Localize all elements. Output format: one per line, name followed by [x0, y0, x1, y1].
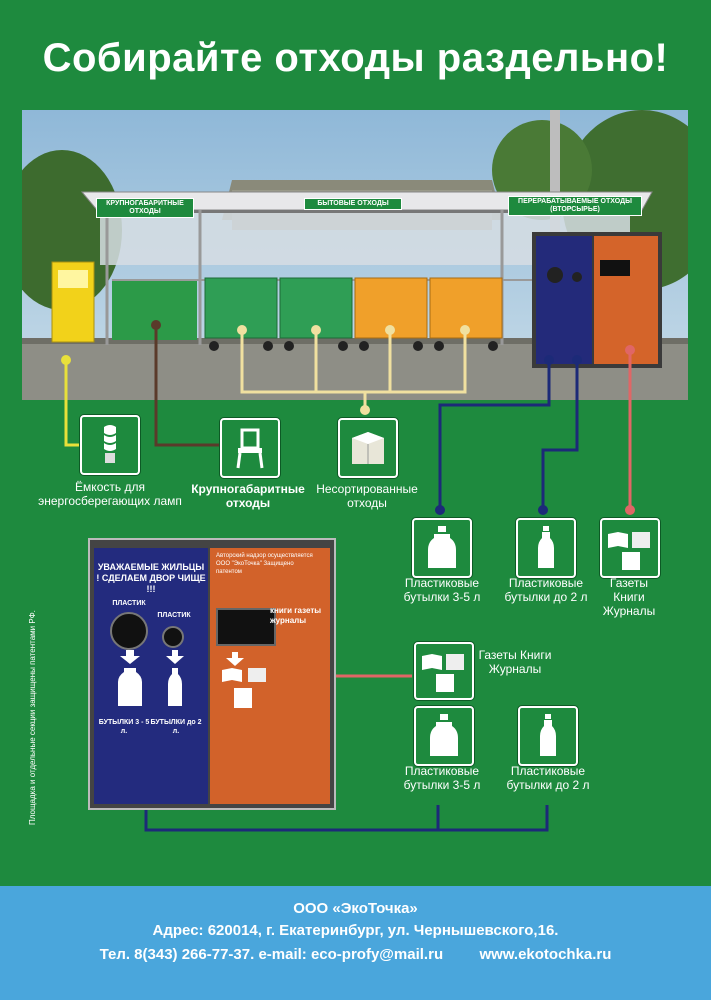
- machine-paper-label: книги газеты журналы: [270, 606, 322, 625]
- bottle-small-icon: [540, 714, 556, 756]
- page-title: Собирайте отходы раздельно!: [42, 36, 669, 80]
- paper-icon: [608, 532, 650, 570]
- paper-icon: [422, 654, 464, 692]
- footer-contacts: Тел. 8(343) 266-77-37. e-mail: eco-profy…: [0, 946, 711, 963]
- plastic-small-box-bottom: [518, 706, 578, 766]
- footer-address: Адрес: 620014, г. Екатеринбург, ул. Черн…: [152, 922, 559, 939]
- sign-bulky: КРУПНОГАБАРИТНЫЕ ОТХОДЫ: [96, 198, 194, 218]
- footer-email[interactable]: e-mail: eco-profy@mail.ru: [258, 946, 444, 963]
- sign-household: БЫТОВЫЕ ОТХОДЫ: [304, 198, 402, 210]
- plastic-large-label-top: Пластиковые бутылки 3-5 л: [403, 576, 481, 604]
- paper-label-bottom: Газеты Книги Журналы: [478, 648, 552, 676]
- footer: ООО «ЭкоТочка» Адрес: 620014, г. Екатери…: [0, 886, 711, 1000]
- unsorted-category-box: [338, 418, 398, 478]
- footer-site[interactable]: www.ekotochka.ru: [479, 946, 612, 963]
- sign-recyclable: ПЕРЕРАБАТЫВАЕМЫЕ ОТХОДЫ (ВТОРСЫРЬЕ): [508, 196, 642, 216]
- paper-box-bottom: [414, 642, 474, 700]
- machine-plastic-label-1: ПЛАСТИК: [112, 600, 146, 607]
- lamp-icon: [104, 425, 116, 463]
- paper-box-top: [600, 518, 660, 578]
- recycling-machine: УВАЖАЕМЫЕ ЖИЛЬЦЫ ! СДЕЛАЕМ ДВОР ЧИЩЕ !!!…: [88, 538, 336, 810]
- plastic-small-box-top: [516, 518, 576, 578]
- bottle-small-icon: [538, 526, 554, 568]
- machine-large-slot: [110, 612, 148, 650]
- chair-icon: [236, 428, 264, 469]
- patent-note: Площадка и отдельные секции защищены пат…: [28, 610, 37, 825]
- bulky-label: Крупногабаритные отходы: [191, 482, 305, 510]
- machine-notice: Авторский надзор осуществляется ООО "Эко…: [216, 553, 313, 575]
- plastic-large-label-bottom: Пластиковые бутылки 3-5 л: [403, 764, 481, 792]
- unsorted-label: Несортированные отходы: [316, 482, 418, 510]
- machine-bottles-small: БУТЫЛКИ до 2 л.: [150, 719, 202, 735]
- lamp-category-box: [80, 415, 140, 475]
- machine-plastic-panel: [94, 548, 208, 804]
- box-icon: [352, 432, 384, 464]
- machine-header: УВАЖАЕМЫЕ ЖИЛЬЦЫ ! СДЕЛАЕМ ДВОР ЧИЩЕ !!!: [96, 562, 206, 594]
- plastic-large-box-top: [412, 518, 472, 578]
- machine-small-slot: [162, 626, 184, 648]
- machine-paper-icon: [222, 652, 266, 708]
- footer-phone: Тел. 8(343) 266-77-37.: [99, 946, 255, 963]
- machine-plastic-label-2: ПЛАСТИК: [157, 612, 191, 619]
- lamp-label: Ёмкость для энергосберегающих ламп: [38, 480, 182, 508]
- bottle-large-icon: [428, 526, 456, 568]
- plastic-large-box-bottom: [414, 706, 474, 766]
- site-photo: КРУПНОГАБАРИТНЫЕ ОТХОДЫ БЫТОВЫЕ ОТХОДЫ П…: [22, 110, 688, 400]
- footer-company: ООО «ЭкоТочка»: [293, 900, 418, 917]
- machine-paper-slot: [216, 608, 276, 646]
- bulky-category-box: [220, 418, 280, 478]
- paper-label-top: Газеты Книги Журналы: [602, 576, 656, 618]
- plastic-small-label-bottom: Пластиковые бутылки до 2 л: [506, 764, 590, 792]
- machine-bottles-icon: [118, 650, 184, 706]
- plastic-small-label-top: Пластиковые бутылки до 2 л: [504, 576, 588, 604]
- bottle-large-icon: [430, 714, 458, 756]
- machine-bottles-large: БУТЫЛКИ 3 - 5 л.: [98, 719, 150, 735]
